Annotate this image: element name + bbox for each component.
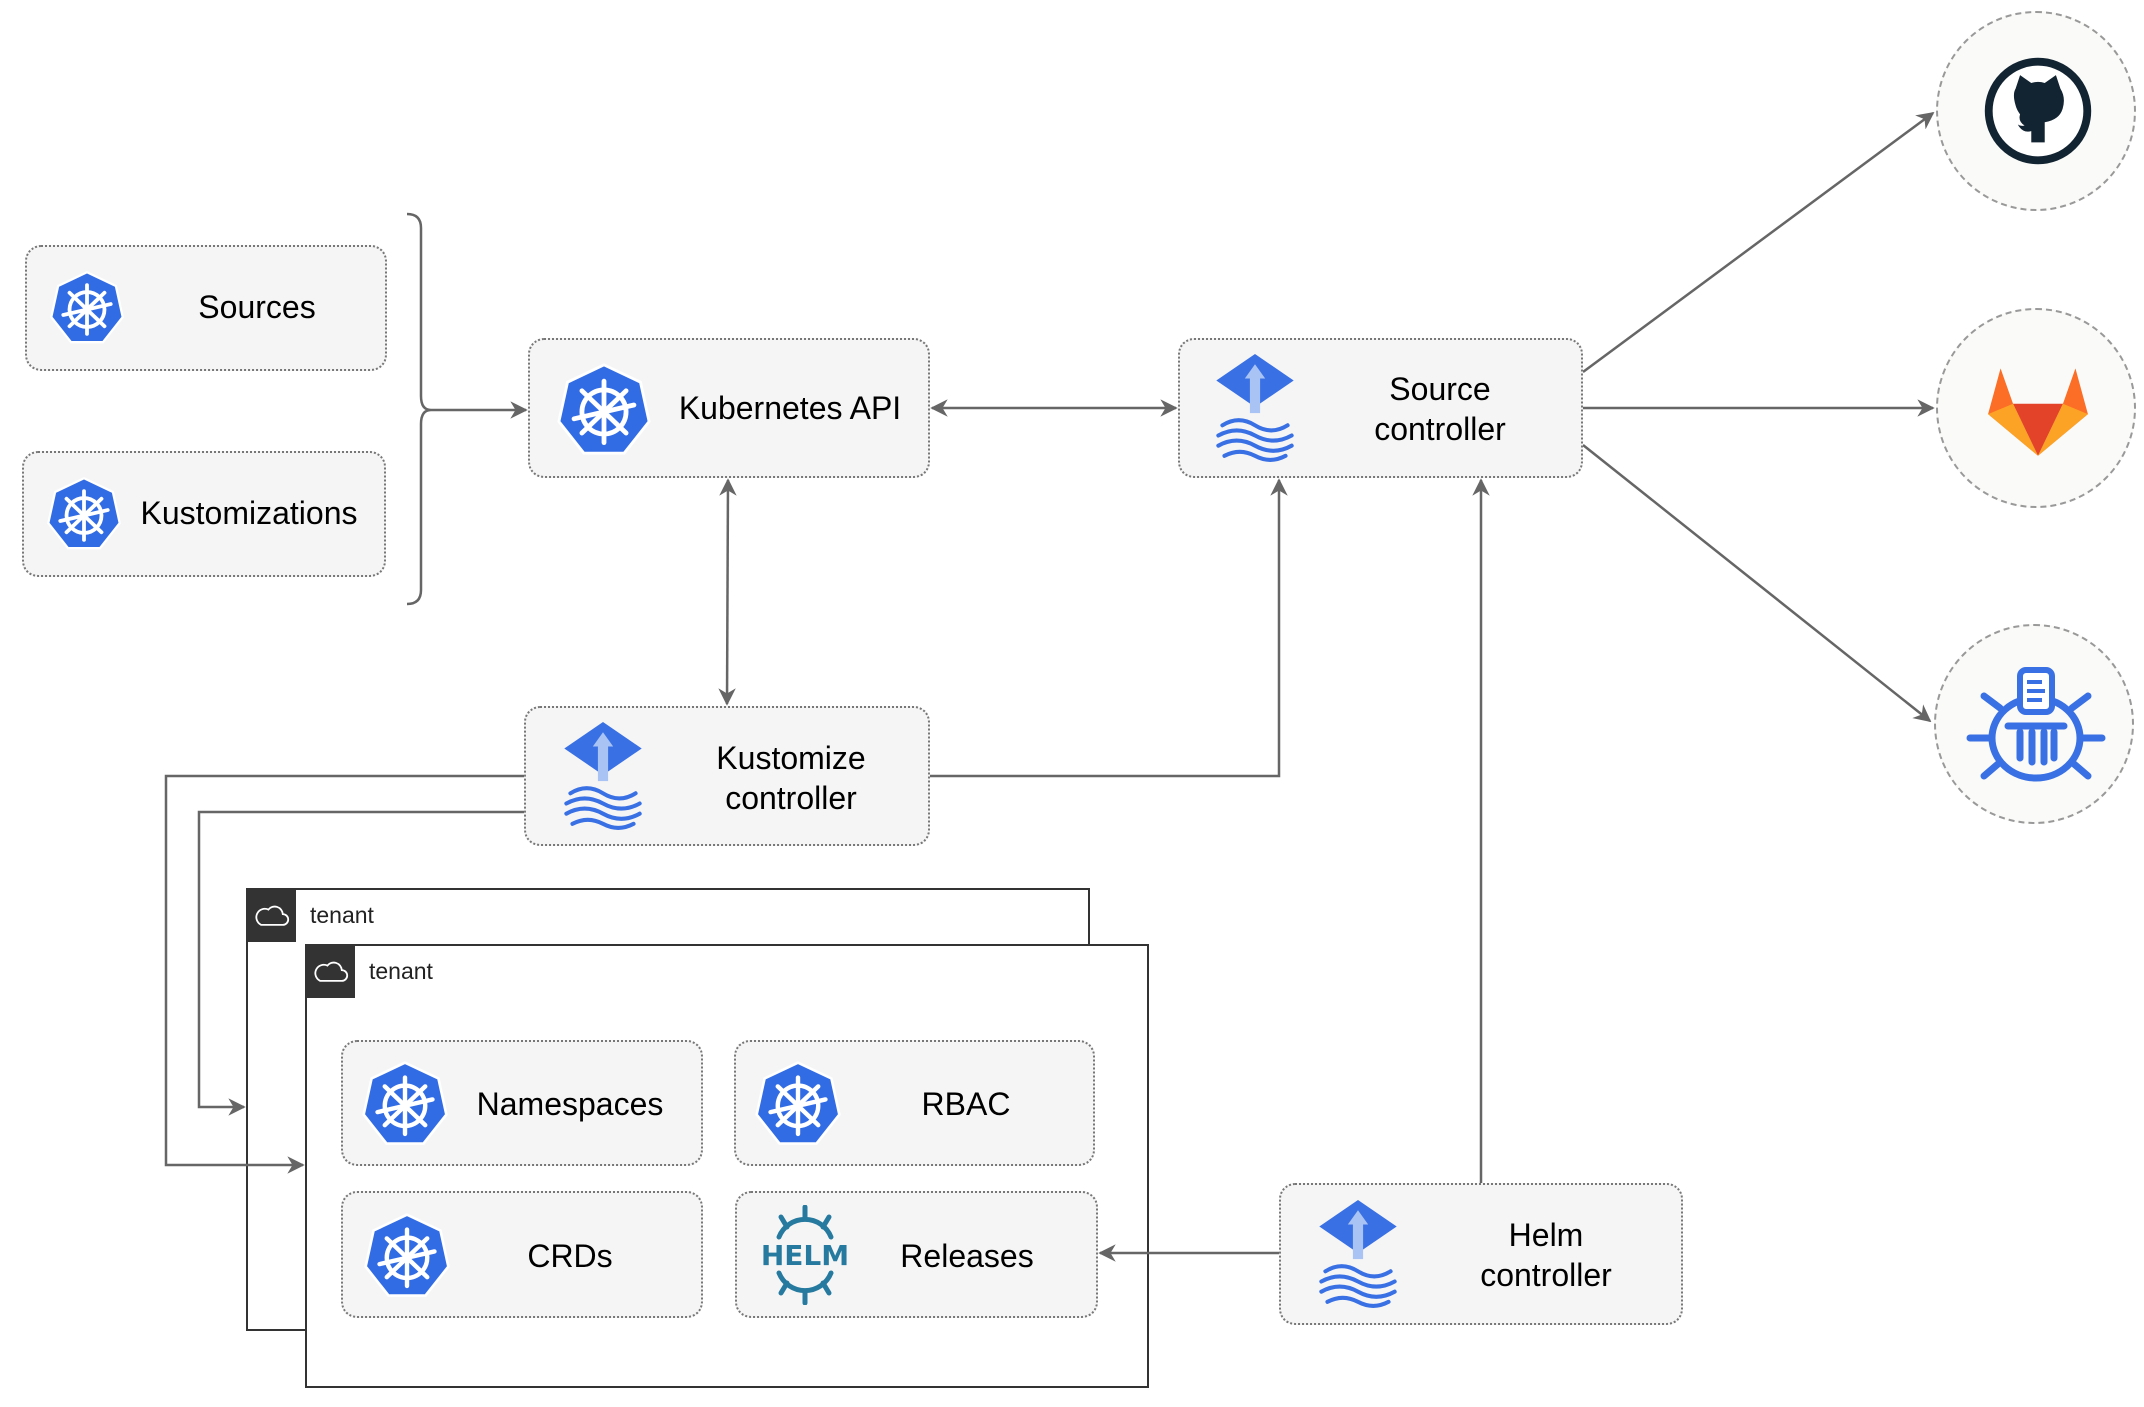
source-controller-node[interactable]: Source controller bbox=[1178, 338, 1583, 478]
bucket-icon bbox=[1966, 667, 2106, 782]
sources-label: Sources bbox=[198, 289, 316, 325]
kustomizations-label: Kustomizations bbox=[140, 495, 358, 531]
crds-node[interactable]: CRDs bbox=[341, 1191, 703, 1318]
gitlab-source[interactable] bbox=[1936, 308, 2136, 508]
source-controller-label-1: Source bbox=[1389, 371, 1491, 407]
helm-logo-text: HELM bbox=[761, 1239, 849, 1272]
edge-kustomize-to-tenant-front bbox=[164, 774, 524, 1174]
kubernetes-icon bbox=[363, 1212, 451, 1300]
kubernetes-icon bbox=[49, 270, 125, 346]
github-source[interactable] bbox=[1936, 11, 2136, 211]
helm-controller-label-2: controller bbox=[1480, 1257, 1612, 1293]
tenant-header bbox=[307, 946, 355, 998]
rbac-node[interactable]: RBAC bbox=[734, 1040, 1095, 1166]
kubernetes-icon bbox=[46, 476, 122, 552]
helm-icon: HELM bbox=[761, 1205, 849, 1305]
edge-source-to-bucket bbox=[1582, 444, 1932, 723]
source-controller-label-2: controller bbox=[1374, 411, 1506, 447]
tenant-header bbox=[248, 890, 296, 942]
edge-api-kustomize-controller bbox=[718, 478, 737, 706]
kustomize-controller-label-1: Kustomize bbox=[716, 740, 866, 776]
tenant-label: tenant bbox=[369, 958, 433, 984]
namespaces-node[interactable]: Namespaces bbox=[341, 1040, 703, 1166]
helm-controller-node[interactable]: Helm controller bbox=[1279, 1183, 1683, 1325]
helm-controller-label-1: Helm bbox=[1508, 1217, 1584, 1253]
kustomizations-node[interactable]: Kustomizations bbox=[22, 451, 386, 577]
rbac-label: RBAC bbox=[921, 1086, 1011, 1122]
edge-kustomize-to-source bbox=[930, 478, 1288, 778]
releases-label: Releases bbox=[900, 1238, 1034, 1274]
edge-source-to-github bbox=[1582, 111, 1935, 374]
crds-label: CRDs bbox=[527, 1238, 613, 1274]
gitlab-icon bbox=[1988, 368, 2088, 456]
bucket-source[interactable] bbox=[1934, 624, 2134, 824]
flux-icon bbox=[1317, 1198, 1399, 1310]
releases-node[interactable]: HELM Releases bbox=[735, 1191, 1098, 1318]
kubernetes-api-node[interactable]: Kubernetes API bbox=[528, 338, 930, 478]
brace bbox=[406, 212, 432, 606]
kubernetes-icon bbox=[556, 362, 652, 458]
kubernetes-icon bbox=[754, 1060, 842, 1148]
kubernetes-icon bbox=[361, 1060, 449, 1148]
github-icon bbox=[1984, 57, 2092, 165]
namespaces-label: Namespaces bbox=[476, 1086, 664, 1122]
flux-icon bbox=[562, 720, 644, 832]
kustomize-controller-label-2: controller bbox=[725, 780, 857, 816]
flux-icon bbox=[1214, 352, 1296, 464]
kustomize-controller-node[interactable]: Kustomize controller bbox=[524, 706, 930, 846]
kubernetes-api-label: Kubernetes API bbox=[678, 390, 902, 426]
sources-node[interactable]: Sources bbox=[25, 245, 387, 371]
tenant-label: tenant bbox=[310, 902, 374, 928]
edge-kustomize-to-tenant-back bbox=[197, 810, 524, 1116]
